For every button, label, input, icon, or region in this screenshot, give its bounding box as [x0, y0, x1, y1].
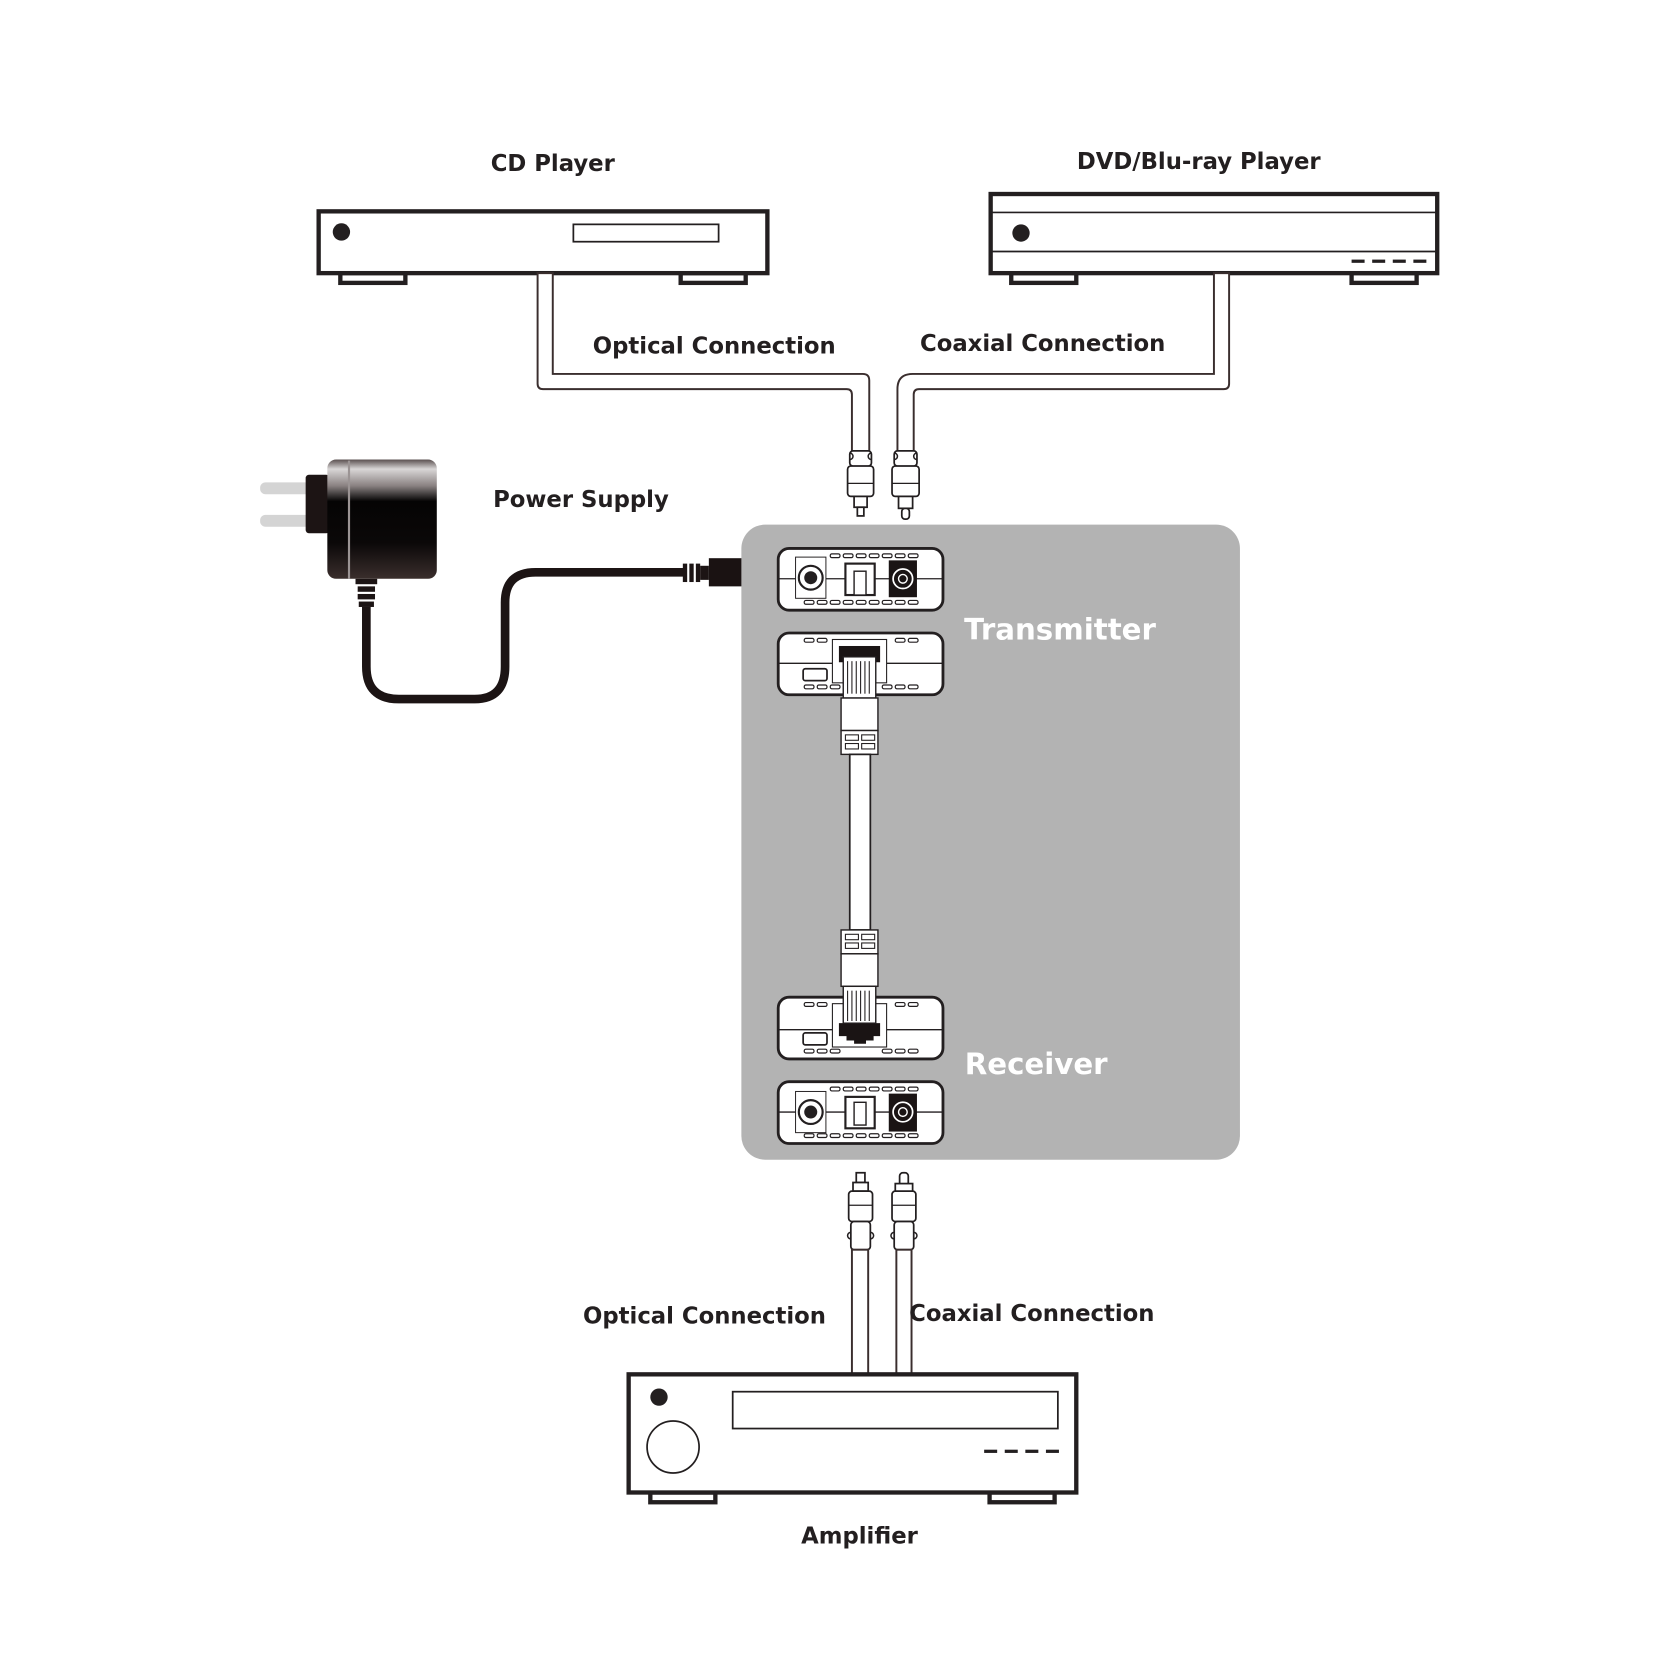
vent-slot	[829, 1133, 841, 1139]
power-supply-label: Power Supply	[493, 487, 669, 513]
vent-slot	[855, 1133, 867, 1139]
vent-slot	[881, 1133, 893, 1139]
vent-slot	[881, 553, 893, 559]
receiver-audio-panel	[776, 1080, 945, 1145]
coaxial-output-label: Coaxial Connection	[909, 1301, 1154, 1327]
vent-slot	[842, 599, 854, 605]
power-button-icon	[650, 1388, 668, 1406]
vent-slot	[881, 684, 893, 690]
vent-slot	[907, 1133, 919, 1139]
transmitter-audio-panel	[776, 547, 945, 612]
vent-slot	[842, 553, 854, 559]
vent-slot	[803, 1133, 815, 1139]
coaxial-input-cable	[891, 272, 1231, 521]
vent-slot	[803, 599, 815, 605]
vent-slot	[829, 599, 841, 605]
power-button-icon	[332, 223, 351, 241]
dvd-player-body	[988, 191, 1440, 276]
rj45-plug-icon	[840, 656, 879, 756]
optical-port-icon	[844, 1095, 876, 1130]
vent-slot	[803, 1001, 815, 1007]
coaxial-port-icon	[888, 560, 917, 598]
cd-player: CD Player	[316, 151, 770, 286]
vent-slot	[829, 684, 841, 690]
vent-slot	[907, 637, 919, 643]
vent-slot	[894, 1086, 906, 1092]
vent-slot	[907, 1086, 919, 1092]
coaxial-input-label: Coaxial Connection	[920, 331, 1165, 357]
vent-slot	[868, 553, 880, 559]
vent-slot	[816, 1048, 828, 1054]
vent-slot	[803, 637, 815, 643]
rj45-plug-icon	[840, 929, 879, 1024]
vent-slot	[816, 599, 828, 605]
optical-plug-icon	[846, 450, 875, 517]
power-cord	[362, 567, 686, 704]
vent-slot	[829, 1086, 841, 1092]
power-supply: Power Supply	[260, 459, 796, 704]
receiver-label: Receiver	[965, 1047, 1108, 1081]
cd-player-label: CD Player	[491, 151, 616, 177]
vent-slot	[816, 637, 828, 643]
vent-slot	[829, 553, 841, 559]
usb-port-icon	[802, 1032, 828, 1046]
vent-slot	[894, 1001, 906, 1007]
vent-slot	[816, 1133, 828, 1139]
vent-slot	[907, 684, 919, 690]
amplifier-label: Amplifier	[801, 1523, 918, 1549]
vent-slot	[855, 1086, 867, 1092]
disc-tray-icon	[572, 223, 720, 243]
vent-slot	[881, 1086, 893, 1092]
vent-slot	[829, 1048, 841, 1054]
transmitter-label: Transmitter	[964, 612, 1156, 646]
optical-input-cable	[536, 272, 875, 517]
vent-slot	[816, 1001, 828, 1007]
wall-adapter-icon	[260, 459, 437, 607]
vent-slot	[803, 1048, 815, 1054]
vent-slot	[894, 1133, 906, 1139]
optical-output-label: Optical Connection	[583, 1303, 826, 1329]
power-button-icon	[1012, 224, 1030, 242]
vent-slot	[842, 1086, 854, 1092]
volume-knob-icon	[646, 1420, 700, 1474]
coaxial-output-cable	[890, 1171, 918, 1376]
vent-slot	[803, 684, 815, 690]
vent-slot	[881, 1048, 893, 1054]
vent-slot	[868, 599, 880, 605]
vent-slot	[868, 1133, 880, 1139]
vent-slot	[894, 599, 906, 605]
amplifier: Amplifier	[626, 1372, 1079, 1549]
usb-port-icon	[802, 667, 828, 682]
ethernet-cable	[848, 753, 872, 931]
vent-slot	[907, 1048, 919, 1054]
dvd-player-label: DVD/Blu-ray Player	[1077, 149, 1321, 175]
transmitter-network-panel	[776, 631, 945, 756]
vent-slot	[894, 553, 906, 559]
receiver-network-panel	[776, 929, 945, 1061]
vent-slot	[907, 599, 919, 605]
optical-input-label: Optical Connection	[593, 333, 836, 359]
vent-slot	[894, 1048, 906, 1054]
vent-slot	[894, 684, 906, 690]
optical-output-cable	[846, 1171, 875, 1376]
optical-port-icon	[844, 562, 876, 597]
vent-slot	[907, 1001, 919, 1007]
vent-slot	[816, 684, 828, 690]
vent-slot	[881, 599, 893, 605]
vent-slot	[842, 1133, 854, 1139]
vent-slot	[894, 637, 906, 643]
vent-slot	[868, 1086, 880, 1092]
dvd-bluray-player: DVD/Blu-ray Player	[988, 149, 1440, 286]
coaxial-port-icon	[888, 1093, 917, 1132]
vent-slot	[855, 599, 867, 605]
vent-slot	[907, 553, 919, 559]
display-panel-icon	[731, 1390, 1059, 1430]
vent-slot	[855, 553, 867, 559]
coaxial-rca-plug-icon	[891, 450, 920, 521]
